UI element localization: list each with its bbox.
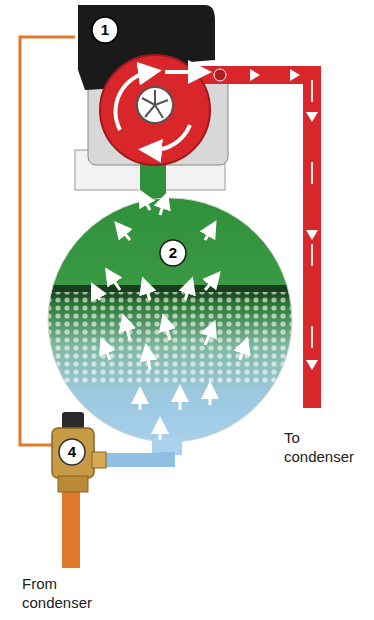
callout-number: 2 — [162, 242, 184, 264]
liquid-pipe — [98, 452, 168, 460]
inlet-pipe — [62, 490, 80, 568]
float-valve — [52, 412, 106, 492]
callout-circle — [59, 439, 85, 465]
pipe-label: To condenser — [284, 428, 366, 466]
callout-number: 1 — [94, 19, 116, 41]
pump-volute — [100, 55, 210, 165]
callout-number: 4 — [61, 441, 83, 463]
separator-tank — [40, 190, 300, 450]
callout-circle — [160, 240, 186, 266]
impeller-eye — [137, 87, 173, 123]
callout-circle — [92, 17, 118, 43]
pipe-label: From condenser — [22, 574, 114, 612]
